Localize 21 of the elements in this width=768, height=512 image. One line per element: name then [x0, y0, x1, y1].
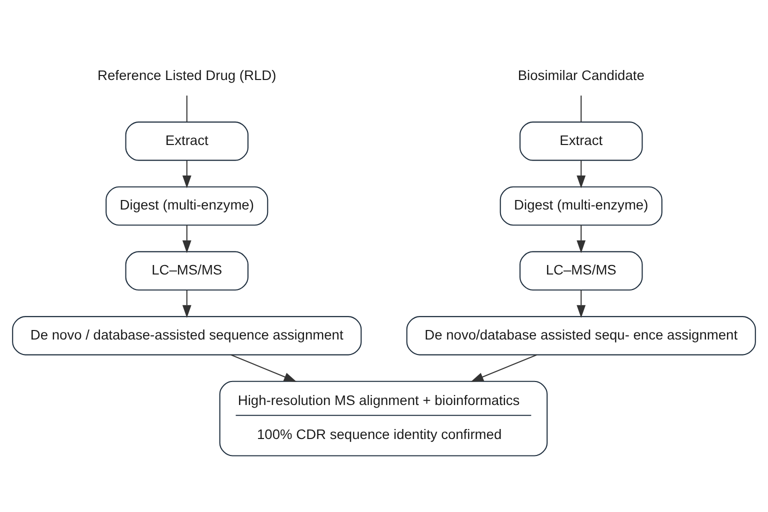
node-box: De novo/database assisted sequ- ence assignment: [406, 316, 756, 355]
node-box: De novo / database-assisted sequence assignment: [12, 316, 362, 355]
arrow: [576, 160, 586, 188]
arrow: [230, 354, 297, 382]
node-text: Biosimilar Candidate: [518, 66, 644, 82]
node-box: High-resolution MS alignment + bioinformatics 100% CDR sequence identity confirmed: [219, 380, 548, 456]
node-box: Digest (multi-enzyme): [500, 186, 662, 226]
arrow: [576, 290, 586, 318]
node-box: Extract: [125, 121, 249, 160]
connector: [186, 95, 188, 122]
node-box: Extract: [519, 121, 643, 160]
arrow: [182, 224, 192, 253]
arrow: [182, 160, 192, 188]
arrow: [470, 354, 537, 382]
arrow: [576, 224, 586, 253]
arrow: [182, 290, 192, 318]
node-box: LC–MS/MS: [519, 250, 643, 290]
connector: [580, 95, 582, 122]
node-text: Reference Listed Drug (RLD): [98, 66, 276, 82]
node-box: LC–MS/MS: [125, 250, 249, 290]
node-box: Digest (multi-enzyme): [106, 186, 268, 226]
